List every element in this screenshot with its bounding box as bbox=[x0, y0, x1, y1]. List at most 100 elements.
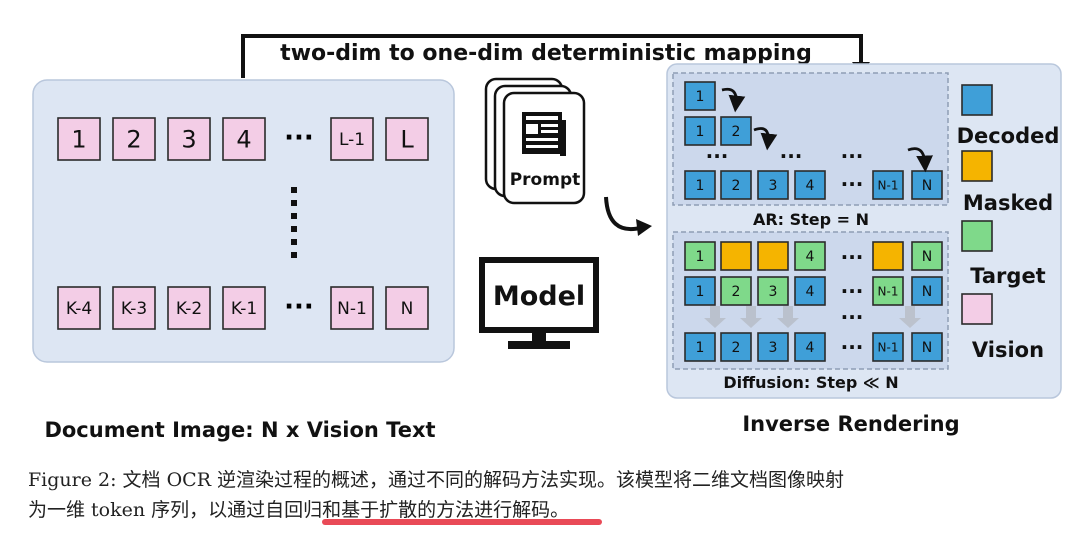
ar-step-arrow-icon bbox=[721, 87, 746, 113]
masked-token-cell bbox=[720, 241, 752, 271]
decoded-token-cell-label: 1 bbox=[696, 284, 705, 300]
inverse-rendering-caption: Inverse Rendering bbox=[742, 412, 959, 436]
decoded-token-cell: 4 bbox=[794, 276, 826, 306]
decoded-token-cell-box bbox=[757, 170, 789, 200]
decoded-token-cell-box bbox=[872, 332, 904, 362]
figure-caption-line1: Figure 2: 文档 OCR 逆渲染过程的概述，通过不同的解码方法实现。该模… bbox=[28, 469, 844, 491]
diffusion-down-arrows bbox=[704, 306, 921, 328]
vision-token-cell: K-1 bbox=[222, 286, 266, 330]
decoded-token-cell-label: N bbox=[922, 340, 932, 356]
mapping-label: two-dim to one-dim deterministic mapping bbox=[280, 41, 812, 66]
masked-token-cell-box bbox=[757, 241, 789, 271]
decoded-token-cell: N-1 bbox=[872, 170, 904, 200]
decoded-token-cell: N bbox=[911, 276, 943, 306]
prompt-label: Prompt bbox=[510, 170, 581, 190]
ar-ellipsis: ··· bbox=[841, 144, 864, 168]
decoded-token-cell-label: 3 bbox=[769, 340, 778, 356]
vision-token-cell: K-4 bbox=[57, 286, 101, 330]
legend-label-target: Target bbox=[970, 264, 1045, 288]
decoded-token-cell-label: 1 bbox=[696, 178, 705, 194]
vision-token-cell-label: L-1 bbox=[339, 130, 365, 150]
vision-token-cell-label: 4 bbox=[236, 126, 251, 154]
decoded-token-cell-box bbox=[757, 332, 789, 362]
curved-arrow-icon bbox=[604, 196, 641, 232]
decoded-token-cell-box bbox=[684, 81, 716, 111]
decoded-token-cell-label: 1 bbox=[696, 89, 705, 105]
decoded-token-cell-label: 2 bbox=[732, 124, 741, 140]
row1-ellipsis: ··· bbox=[284, 123, 314, 153]
prompt-icon bbox=[484, 77, 586, 205]
vision-token-cell: K-3 bbox=[112, 286, 156, 330]
decoded-token-cell-label: 2 bbox=[732, 178, 741, 194]
masked-token-cell bbox=[872, 241, 904, 271]
diffusion-ellipsis: ··· bbox=[841, 305, 864, 329]
vision-token-cell-box bbox=[330, 286, 374, 330]
vision-token-cell: 2 bbox=[112, 117, 156, 161]
mapping-arrow bbox=[241, 34, 863, 78]
target-token-cell-box bbox=[684, 241, 716, 271]
target-token-cell-label: 4 bbox=[806, 249, 815, 265]
figure-caption-line2: 为一维 token 序列，以通过自回归和基于扩散的方法进行解码。 bbox=[28, 499, 569, 521]
ar-caption: AR: Step = N bbox=[753, 210, 869, 229]
model-label: Model bbox=[493, 281, 585, 312]
decoded-token-cell: N bbox=[911, 332, 943, 362]
decoded-token-cell-label: N bbox=[922, 284, 932, 300]
target-token-cell-label: 3 bbox=[769, 284, 778, 300]
ar-ellipsis: ··· bbox=[780, 144, 803, 168]
vision-token-cell: L bbox=[385, 117, 429, 161]
legend-label-decoded: Decoded bbox=[957, 124, 1060, 148]
target-token-cell-label: N-1 bbox=[878, 284, 899, 298]
target-token-cell-box bbox=[872, 276, 904, 306]
vision-token-cell-box bbox=[167, 117, 211, 161]
vision-token-cell: 3 bbox=[167, 117, 211, 161]
decoded-token-cell: 1 bbox=[684, 170, 716, 200]
target-token-cell-label: 2 bbox=[732, 284, 741, 300]
ar-row-ellipsis: ··· bbox=[841, 172, 864, 196]
vision-token-cell: L-1 bbox=[330, 117, 374, 161]
decoded-token-cell: 3 bbox=[757, 332, 789, 362]
decoded-token-cell-label: 1 bbox=[696, 124, 705, 140]
legend-swatch-vision bbox=[961, 293, 993, 325]
diffusion-ellipsis: ··· bbox=[841, 279, 864, 303]
vision-token-cell-label: K-1 bbox=[231, 299, 257, 319]
target-token-cell: N-1 bbox=[872, 276, 904, 306]
ar-ellipsis: ··· bbox=[706, 144, 729, 168]
document-image-caption: Document Image: N x Vision Text bbox=[44, 418, 435, 442]
vision-token-cell-label: N bbox=[401, 299, 414, 319]
ar-step-arrow-icon bbox=[907, 147, 933, 173]
decoded-token-cell-label: 2 bbox=[732, 340, 741, 356]
vertical-ellipsis bbox=[291, 187, 297, 258]
vision-token-cell-label: L bbox=[400, 126, 414, 154]
caption-highlight-underline bbox=[322, 519, 602, 525]
decoded-token-cell-label: N bbox=[922, 178, 932, 194]
decoded-token-cell-box bbox=[872, 170, 904, 200]
vision-token-cell-box bbox=[330, 117, 374, 161]
decoded-token-cell-label: N-1 bbox=[878, 340, 899, 354]
vision-token-cell-label: K-3 bbox=[121, 299, 147, 319]
decoded-token-cell-box bbox=[794, 170, 826, 200]
decoded-token-cell-box bbox=[684, 276, 716, 306]
vision-token-cell: K-2 bbox=[167, 286, 211, 330]
decoded-token-cell-box bbox=[911, 332, 943, 362]
vision-token-cell: 1 bbox=[57, 117, 101, 161]
row2-ellipsis: ··· bbox=[284, 292, 314, 322]
vision-token-cell-box bbox=[57, 117, 101, 161]
decoded-token-cell-box bbox=[684, 116, 716, 146]
masked-token-cell-box bbox=[872, 241, 904, 271]
vision-token-cell-label: K-2 bbox=[176, 299, 202, 319]
vision-token-cell-box bbox=[222, 117, 266, 161]
decoded-token-cell: 1 bbox=[684, 81, 716, 111]
decoded-token-cell: N bbox=[911, 170, 943, 200]
vision-token-cell-box bbox=[222, 286, 266, 330]
diffusion-ellipsis: ··· bbox=[841, 245, 864, 269]
vision-token-cell: N bbox=[385, 286, 429, 330]
decoded-token-cell-label: 4 bbox=[806, 178, 815, 194]
vision-token-cell-box bbox=[385, 117, 429, 161]
target-token-cell-box bbox=[757, 276, 789, 306]
masked-token-cell bbox=[757, 241, 789, 271]
vision-token-cell-label: K-4 bbox=[66, 299, 92, 319]
vision-token-cell-box bbox=[385, 286, 429, 330]
caption-line2-prefix: 为一维 token 序列，以通过 bbox=[28, 499, 265, 521]
target-token-cell-box bbox=[911, 241, 943, 271]
